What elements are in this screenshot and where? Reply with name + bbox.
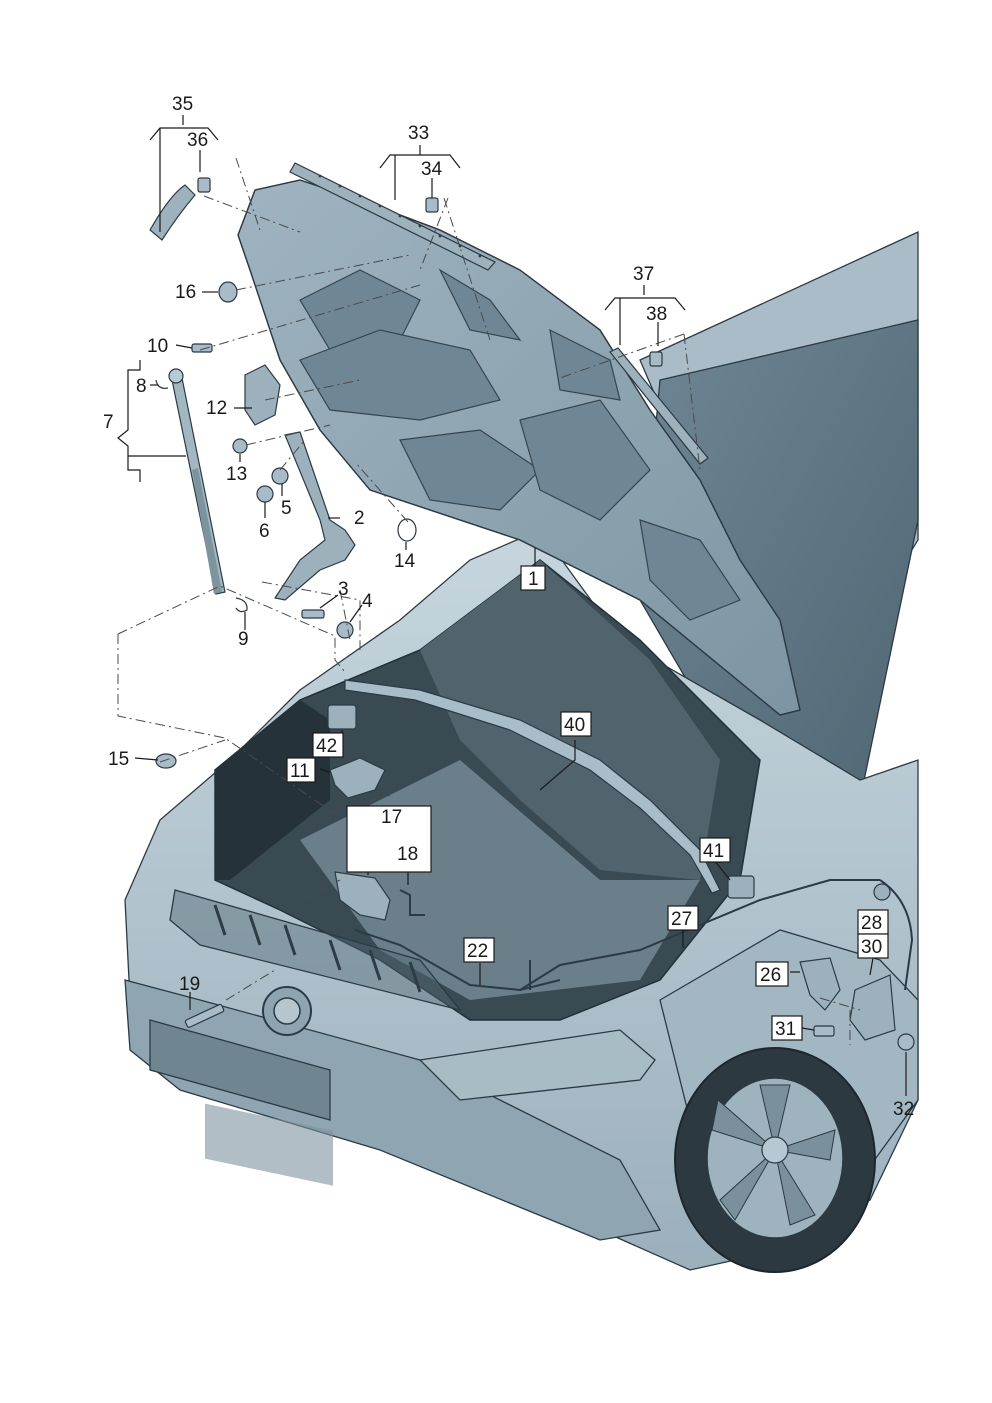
lock-17 [334,871,391,921]
bolt-13 [232,438,248,454]
hood-hinge [274,431,356,601]
nut-5 [271,467,289,485]
callout-19: 19 [179,974,200,995]
callout-38: 38 [646,304,667,325]
stud-10 [191,343,213,353]
clip-9 [235,597,248,613]
callout-42: 42 [316,736,337,757]
callout-10: 10 [147,336,168,357]
plug-16 [218,281,238,303]
callout-13: 13 [226,464,247,485]
hood-rim [237,179,801,716]
upper-grille [169,889,462,1012]
callout-26: 26 [760,965,781,986]
wheel-spokes [711,1084,836,1226]
grommet-28 [873,883,891,901]
callout-4: 4 [362,591,373,612]
nut-32 [897,1033,915,1051]
callout-36: 36 [187,130,208,151]
seal-left-curved [149,184,196,241]
clip-36 [197,177,211,193]
callout-9: 9 [238,629,249,650]
callout-3: 3 [338,579,349,600]
callout-16: 16 [175,282,196,303]
front-wheel [674,1047,876,1273]
fasteners [155,177,915,1051]
lock-42 [327,704,357,730]
sensor-18 [399,889,425,916]
callout-27: 27 [671,909,692,930]
callout-35: 35 [172,94,193,115]
callout-41: 41 [703,841,724,862]
screw-19 [184,1003,225,1028]
callout-7: 7 [103,412,114,433]
bracket-11 [329,757,386,799]
latch-parts [327,704,896,1041]
clip-38 [649,351,663,367]
callout-12: 12 [206,398,227,419]
guide-41 [727,875,755,899]
callout-22: 22 [467,941,488,962]
seal-right-strip [609,347,709,465]
nut-6 [256,485,274,503]
callout-17: 17 [381,807,402,828]
hood-inner-frame [299,268,741,621]
callout-2: 2 [354,508,365,529]
callout-40: 40 [564,715,585,736]
hood-seal-top [289,162,496,271]
hood-panel [237,179,801,716]
callout-33: 33 [408,123,429,144]
callout-18: 18 [397,844,418,865]
inner-fender-left [215,700,330,880]
callout-1: 1 [528,569,539,590]
callout-labels: 35 36 33 34 37 38 16 10 8 7 12 13 5 6 2 … [103,94,914,1120]
callout-28: 28 [861,913,882,934]
clip-34 [425,197,439,213]
bulkhead-seal [344,679,721,894]
callout-37: 37 [633,264,654,285]
callout-30: 30 [861,937,882,958]
callout-15: 15 [108,749,129,770]
hinge-bracket-12 [244,364,281,426]
callout-11: 11 [290,761,310,782]
headlight [418,1029,656,1101]
grommet-14 [397,518,417,542]
bolt-31 [813,1025,835,1037]
clip-8 [155,379,169,389]
bracket-30 [849,974,896,1041]
callout-32: 32 [893,1099,914,1120]
callout-5: 5 [281,498,292,519]
callout-14: 14 [394,551,416,572]
nut-4 [336,621,354,639]
lower-grille [149,1019,331,1121]
callout-6: 6 [259,521,270,542]
callout-34: 34 [421,159,443,180]
bolt-3 [301,609,325,619]
handle-26 [799,957,841,1011]
callout-8: 8 [136,376,147,397]
release-cables [354,879,914,992]
callout-31: 31 [775,1019,796,1040]
grille-slats [213,904,422,993]
hood-strut [168,368,226,595]
plate-area [205,1103,333,1186]
clip-15 [155,753,177,769]
